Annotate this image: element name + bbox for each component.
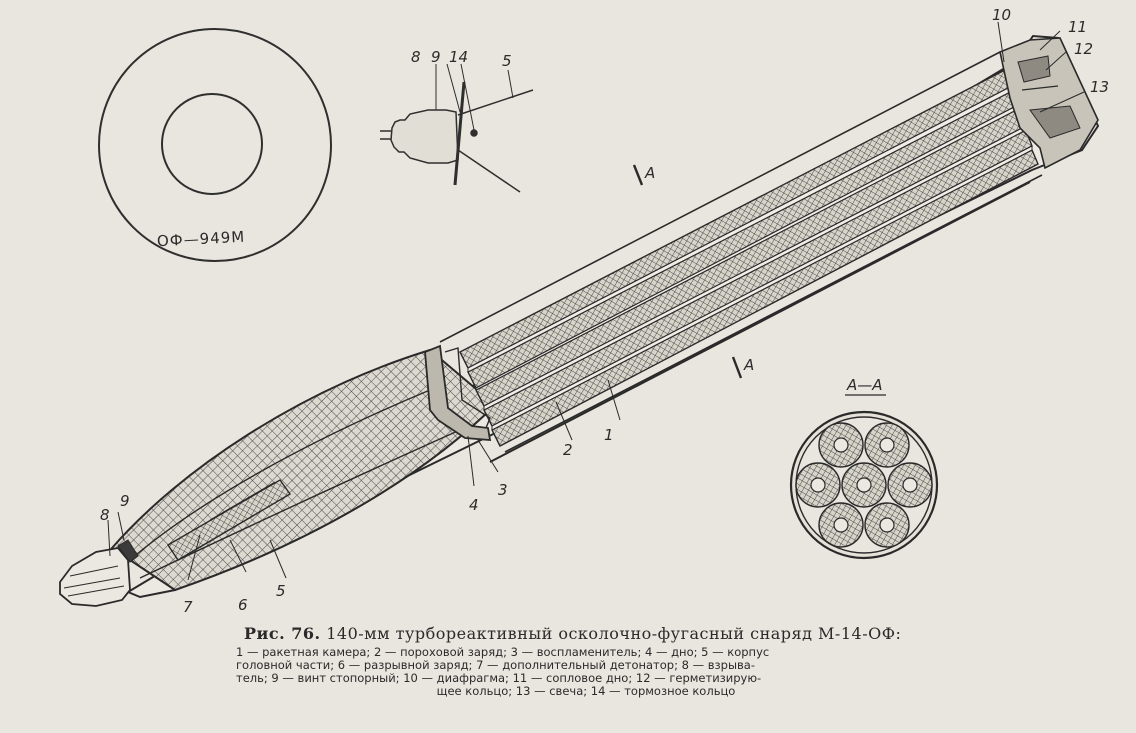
base-disc: ОФ—949М (98, 28, 332, 262)
label-8: 8 (100, 506, 110, 524)
figure-caption: Рис. 76. 140-мм турбореактивный осколочн… (236, 624, 936, 698)
label-3: 3 (498, 481, 508, 499)
legend-line-3: тель; 9 — винт стопорный; 10 — диафрагма… (236, 671, 762, 685)
label-1: 1 (604, 426, 614, 444)
rocket-body (59, 34, 1100, 607)
label-10: 10 (992, 6, 1011, 24)
label-13: 13 (1090, 78, 1109, 96)
caption-legend: 1 — ракетная камера; 2 — пороховой заряд… (236, 646, 936, 698)
label-5: 5 (276, 582, 286, 600)
section-title: А—А (846, 376, 883, 394)
section-marker-bottom-label: А (743, 356, 754, 374)
disc-label: ОФ—949М (157, 228, 246, 251)
section-marker-bottom (731, 356, 743, 379)
label-9-detail: 9 (431, 48, 441, 66)
caption-title-text: 140-мм турбореактивный осколочно-фугасны… (326, 624, 902, 643)
label-2: 2 (563, 441, 573, 459)
label-6: 6 (238, 596, 248, 614)
fuze-detail (380, 63, 534, 193)
section-marker-top-label: А (644, 164, 655, 182)
label-4: 4 (469, 496, 479, 514)
label-11: 11 (1068, 18, 1087, 36)
caption-title: Рис. 76. 140-мм турбореактивный осколочн… (244, 624, 936, 643)
label-8-detail: 8 (411, 48, 421, 66)
caption-fig-prefix: Рис. 76. (244, 624, 321, 643)
label-5-detail: 5 (502, 52, 512, 70)
section-marker-top (632, 164, 644, 186)
label-7: 7 (183, 598, 193, 616)
label-12: 12 (1074, 40, 1093, 58)
label-9: 9 (120, 492, 130, 510)
legend-line-2: головной части; 6 — разрывной заряд; 7 —… (236, 658, 755, 672)
legend-line-4: щее кольцо; 13 — свеча; 14 — тормозное к… (436, 684, 736, 698)
label-14-detail: 14 (449, 48, 468, 66)
leader-lines (107, 21, 1085, 581)
legend-line-1: 1 — ракетная камера; 2 — пороховой заряд… (236, 645, 770, 659)
cross-section (789, 410, 939, 560)
